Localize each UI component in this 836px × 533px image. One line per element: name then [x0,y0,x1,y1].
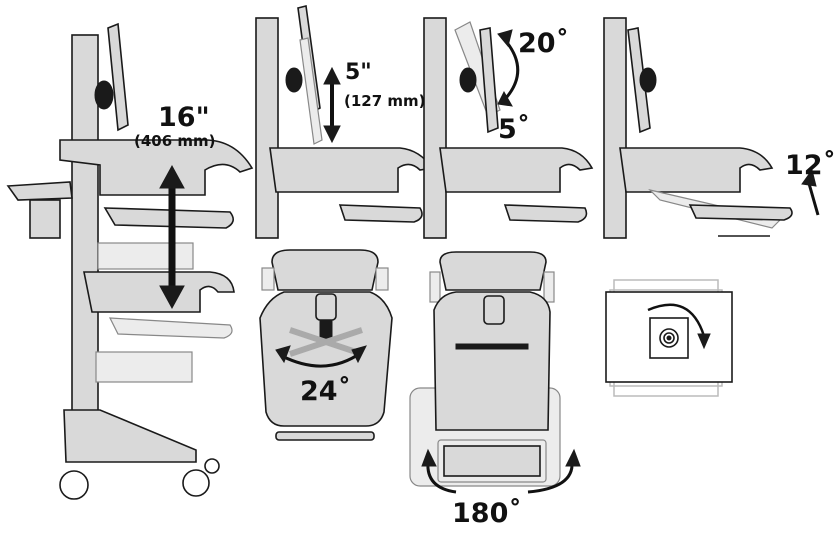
panel-monitor-lift [255,5,434,239]
panel-monitor-rotation [605,279,733,397]
tilt-up-label: 20˚ [518,28,570,59]
tilt-down-label: 5˚ [498,114,531,145]
cart-full-view [6,22,254,500]
base-rotation-label: 180˚ [452,498,522,529]
worksurface-raised [59,139,254,196]
panel-monitor-tilt [423,17,594,239]
worksurface-lowered [83,271,235,313]
monitor-main [107,22,129,132]
panel-keyboard-tilt [603,17,820,239]
height-metric-label: (406 mm) [134,132,216,150]
cart-base [63,409,197,463]
height-imperial-label: 16" [158,102,210,133]
monitor-lift-metric-label: (127 mm) [344,92,426,110]
worksurface-swivel-label: 24˚ [300,376,352,407]
panel-base-rotation [409,251,581,494]
monitor-lift-imperial-label: 5" [345,60,372,85]
keyboard-tilt-label: 12˚ [785,150,836,181]
panel-worksurface-swivel [259,249,393,441]
